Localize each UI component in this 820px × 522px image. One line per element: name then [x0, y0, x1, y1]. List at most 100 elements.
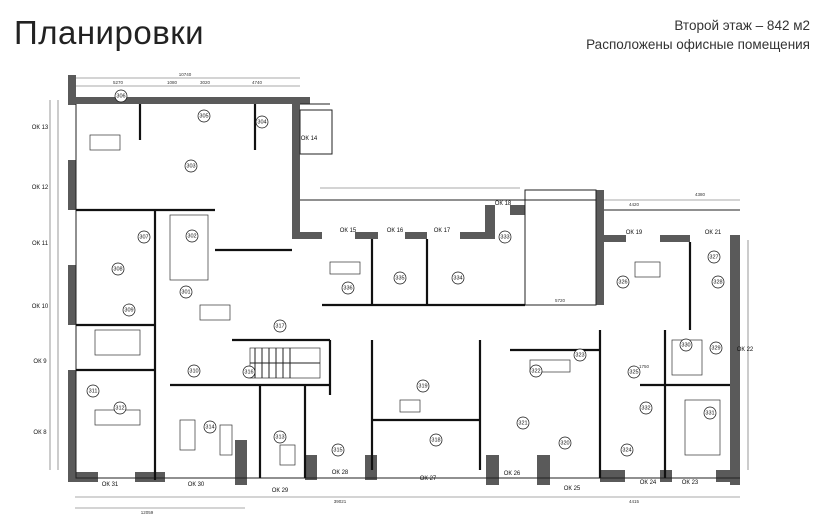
- window-label: ОК 17: [434, 228, 451, 234]
- dimension-label: 4380: [695, 192, 706, 197]
- dimension-label: 4420: [629, 202, 640, 207]
- room-marker: 316: [242, 365, 256, 379]
- svg-text:319: 319: [418, 383, 427, 389]
- room-marker: 303: [184, 159, 198, 173]
- room-marker: 333: [498, 230, 512, 244]
- window-label: ОК 13: [32, 125, 49, 131]
- svg-text:330: 330: [681, 342, 690, 348]
- window-labels: ОК 13 ОК 12 ОК 11 ОК 10 ОК 9 ОК 8 ОК 14 …: [32, 125, 754, 494]
- room-marker: 318: [429, 433, 443, 447]
- room-marker: 315: [331, 443, 345, 457]
- room-marker: 312: [113, 401, 127, 415]
- dimension-labels: 10740 5270 1080 3020 4740 12059 39021 17…: [113, 72, 706, 515]
- svg-text:314: 314: [205, 424, 214, 430]
- staircase: [249, 347, 321, 379]
- window-label: ОК 9: [33, 359, 47, 365]
- svg-text:325: 325: [629, 369, 638, 375]
- room-marker: 334: [451, 271, 465, 285]
- room-marker: 324: [620, 443, 634, 457]
- svg-text:318: 318: [431, 437, 440, 443]
- room-marker: 317: [273, 319, 287, 333]
- window-label: ОК 18: [495, 201, 512, 207]
- svg-text:317: 317: [275, 323, 284, 329]
- window-label: ОК 30: [188, 482, 205, 488]
- svg-text:307: 307: [139, 234, 148, 240]
- room-marker: 321: [516, 416, 530, 430]
- room-marker: 305: [197, 109, 211, 123]
- svg-text:305: 305: [199, 113, 208, 119]
- window-label: ОК 29: [272, 488, 289, 494]
- dimension-label: 4415: [629, 499, 640, 504]
- window-label: ОК 24: [640, 480, 657, 486]
- svg-text:322: 322: [531, 368, 540, 374]
- floor-area: Второй этаж – 842 м2: [674, 18, 810, 33]
- svg-text:320: 320: [560, 440, 569, 446]
- svg-text:302: 302: [187, 233, 196, 239]
- window-label: ОК 28: [332, 470, 349, 476]
- room-marker: 309: [122, 303, 136, 317]
- svg-text:323: 323: [575, 352, 584, 358]
- svg-text:321: 321: [518, 420, 527, 426]
- svg-text:310: 310: [189, 368, 198, 374]
- room-marker: 328: [711, 275, 725, 289]
- svg-text:332: 332: [641, 405, 650, 411]
- dimension-label: 1750: [639, 364, 650, 369]
- svg-text:312: 312: [115, 405, 124, 411]
- furniture: [89, 134, 721, 466]
- svg-text:309: 309: [124, 307, 133, 313]
- svg-text:336: 336: [343, 285, 352, 291]
- svg-text:313: 313: [275, 434, 284, 440]
- room-marker: 332: [639, 401, 653, 415]
- room-marker: 326: [616, 275, 630, 289]
- window-label: ОК 26: [504, 471, 521, 477]
- window-label: ОК 31: [102, 482, 119, 488]
- dimension-label: 5270: [113, 80, 124, 85]
- window-label: ОК 23: [682, 480, 699, 486]
- svg-text:315: 315: [333, 447, 342, 453]
- room-marker: 319: [416, 379, 430, 393]
- room-marker: 304: [255, 115, 269, 129]
- room-marker: 335: [393, 271, 407, 285]
- dimension-label: 12059: [141, 510, 154, 515]
- outer-walls: [68, 75, 740, 485]
- svg-text:327: 327: [709, 254, 718, 260]
- page-title: Планировки: [14, 14, 205, 51]
- window-label: ОК 27: [420, 476, 437, 482]
- room-marker: 329: [709, 341, 723, 355]
- svg-text:301: 301: [181, 289, 190, 295]
- room-marker: 327: [707, 250, 721, 264]
- svg-text:333: 333: [500, 234, 509, 240]
- svg-text:331: 331: [705, 410, 714, 416]
- room-marker: 323: [573, 348, 587, 362]
- svg-text:328: 328: [713, 279, 722, 285]
- room-marker: 336: [341, 281, 355, 295]
- dimension-label: 1080: [167, 80, 178, 85]
- window-label: ОК 14: [301, 136, 318, 142]
- window-label: ОК 15: [340, 228, 357, 234]
- interior-walls: [76, 104, 730, 480]
- svg-text:334: 334: [453, 275, 462, 281]
- dimension-label: 4740: [252, 80, 263, 85]
- dimension-label: 3020: [200, 80, 211, 85]
- room-numbers: 306 305 304 303 302 307 308 309 301 317 …: [86, 89, 725, 457]
- room-marker: 322: [529, 364, 543, 378]
- dimension-lines: [49, 77, 749, 509]
- svg-text:324: 324: [622, 447, 631, 453]
- svg-text:326: 326: [618, 279, 627, 285]
- room-marker: 307: [137, 230, 151, 244]
- svg-text:303: 303: [186, 163, 195, 169]
- room-marker: 308: [111, 262, 125, 276]
- room-marker: 302: [185, 229, 199, 243]
- room-marker: 310: [187, 364, 201, 378]
- window-label: ОК 11: [32, 241, 49, 247]
- window-label: ОК 12: [32, 185, 49, 191]
- svg-text:335: 335: [395, 275, 404, 281]
- svg-text:316: 316: [244, 369, 253, 375]
- window-label: ОК 16: [387, 228, 404, 234]
- room-marker: 330: [679, 338, 693, 352]
- room-marker: 301: [179, 285, 193, 299]
- window-label: ОК 19: [626, 230, 643, 236]
- window-label: ОК 8: [33, 430, 47, 436]
- dimension-label: 39021: [334, 499, 347, 504]
